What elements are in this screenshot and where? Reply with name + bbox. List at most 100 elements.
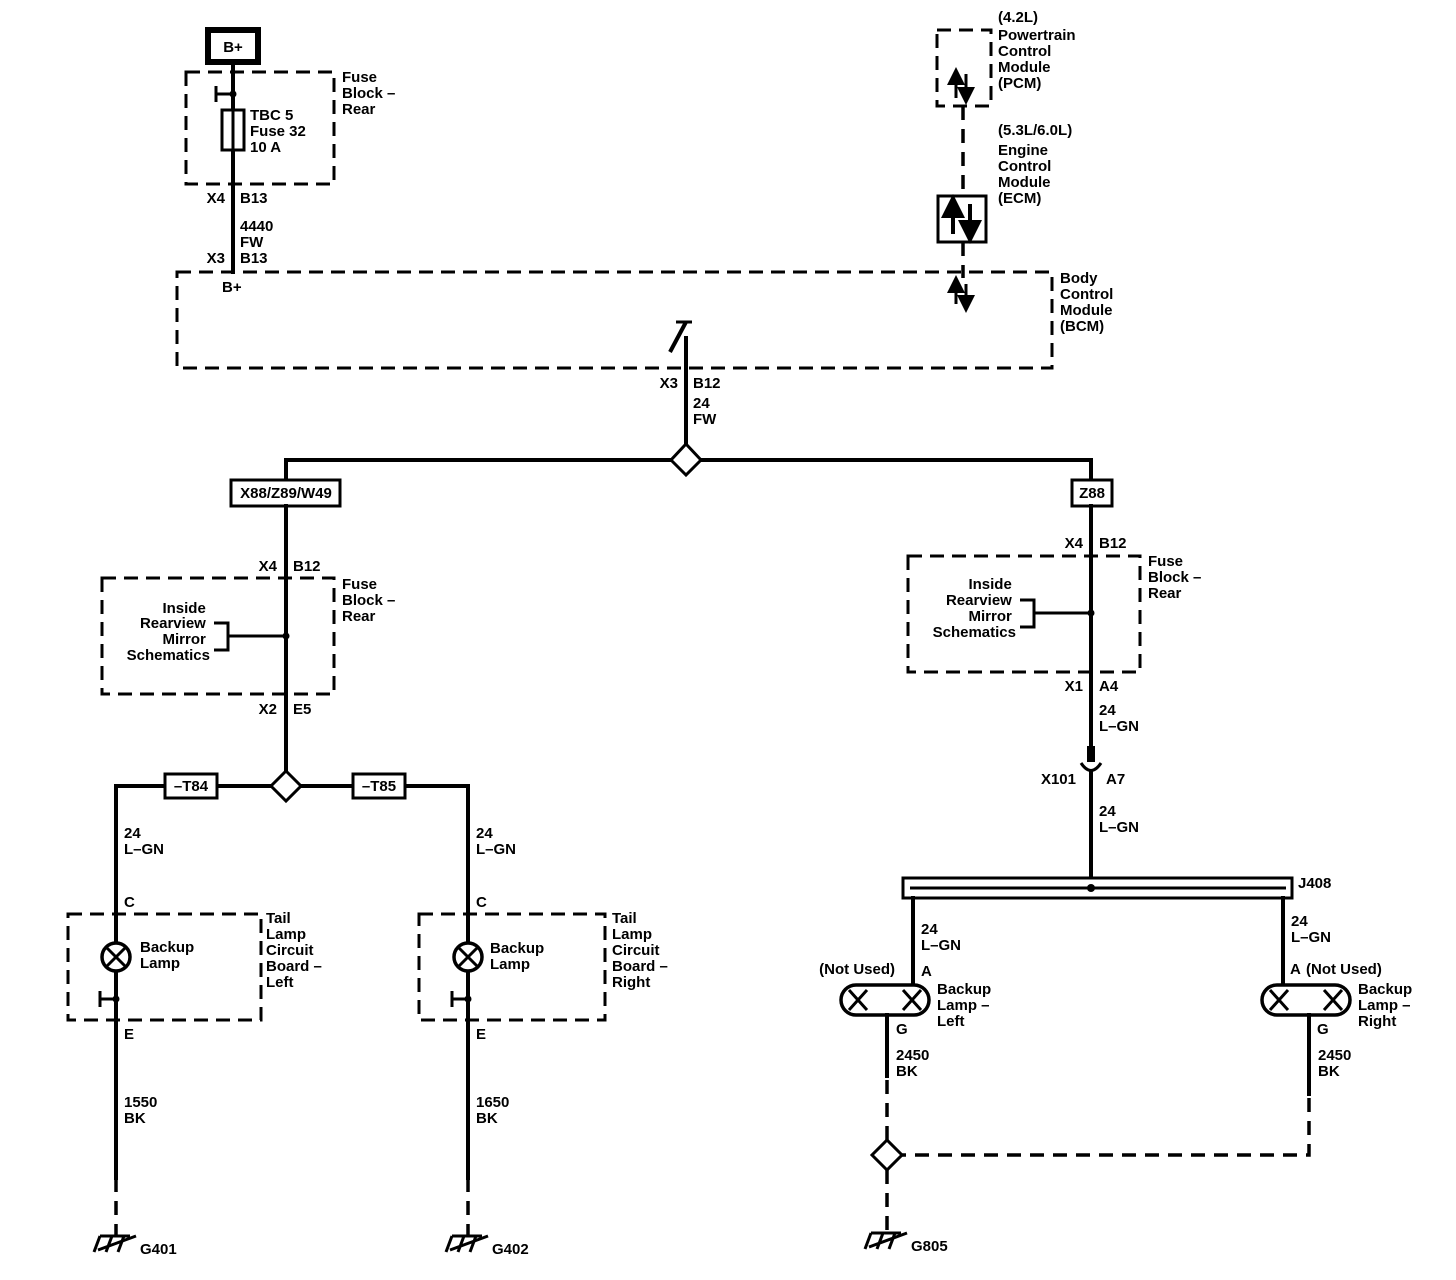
connector-x2-left: X2	[259, 701, 277, 718]
backup-right-ground-dashed	[902, 1098, 1311, 1157]
pcm-module: (4.2L) Powertrain Control Module (PCM)	[935, 9, 1080, 108]
connector-x101: X101	[1041, 771, 1076, 788]
ground-icon	[444, 1234, 489, 1253]
backup-lamp-left-label: Backup Lamp – Left	[937, 981, 995, 1030]
backup-lamp-label-left: Backup Lamp	[140, 939, 198, 972]
ground-circuit-tail-right: 1650	[476, 1094, 509, 1111]
tail-board-right-label: Tail Lamp Circuit Board – Right	[612, 910, 672, 991]
connector-x3-bcm-in: X3	[207, 250, 225, 267]
connector-x1-right: X1	[1065, 678, 1083, 695]
splice-diamond-main	[668, 441, 704, 478]
option-code-z88: Z88	[1079, 485, 1105, 502]
b-plus-source: B+	[205, 27, 261, 65]
ground-circuit-tail-left: 1550	[124, 1094, 157, 1111]
mirror-bracket-left	[214, 621, 286, 652]
bcm-label: Body Control Module (BCM)	[1060, 270, 1118, 335]
option-code-t85: –T85	[362, 778, 396, 795]
fuse-label: TBC 5 Fuse 32 10 A	[250, 107, 310, 156]
wire-circuit-right-2: 24	[1099, 803, 1116, 820]
wire-color-right-2: L–GN	[1099, 819, 1139, 836]
wire-color-fw-bcm: FW	[693, 411, 717, 428]
pcm-variant: (4.2L)	[998, 9, 1038, 26]
b-plus-label: B+	[223, 39, 243, 56]
pin-c-tail-left: C	[124, 894, 135, 911]
pin-c-tail-right: C	[476, 894, 487, 911]
ground-tap-icon	[450, 991, 468, 1007]
fuse-block-top-label: Fuse Block – Rear	[342, 69, 400, 118]
tail-board-left-label: Tail Lamp Circuit Board – Left	[266, 910, 326, 991]
tail-lamp-board-right: Tail Lamp Circuit Board – Right Backup L…	[417, 910, 672, 1022]
connector-x4-right: X4	[1065, 535, 1084, 552]
wire-color-tail-left: L–GN	[124, 841, 164, 858]
pin-e5-left: E5	[293, 701, 311, 718]
pin-a-backup-left: A	[921, 963, 932, 980]
splice-diamond-left	[268, 768, 304, 804]
mirror-ref-left: Inside Rearview Mirror Schematics	[127, 600, 210, 664]
ground-icon	[863, 1231, 908, 1250]
ground-color-tail-left: BK	[124, 1110, 146, 1127]
pin-a-backup-right: A	[1290, 961, 1301, 978]
wire-color-fw-top: FW	[240, 234, 264, 251]
ecm-variant: (5.3L/6.0L)	[998, 122, 1072, 139]
fuse-block-left-label: Fuse Block – Rear	[342, 576, 400, 625]
pin-e-tail-left: E	[124, 1026, 134, 1043]
wire-color-right-1: L–GN	[1099, 718, 1139, 735]
not-used-left: (Not Used)	[819, 961, 895, 978]
pin-b13-top: B13	[240, 190, 268, 207]
pin-e-tail-right: E	[476, 1026, 486, 1043]
tail-lamp-board-left: Tail Lamp Circuit Board – Left Backup La…	[66, 910, 326, 1022]
mirror-ref-right: Inside Rearview Mirror Schematics	[933, 576, 1016, 641]
fuse-block-rear-top: Fuse Block – Rear TBC 5 Fuse 32 10 A	[184, 69, 400, 186]
ecm-module: (5.3L/6.0L) Engine Control Module (ECM)	[936, 122, 1072, 244]
not-used-right: (Not Used)	[1306, 961, 1382, 978]
inline-connector-x101	[1079, 746, 1103, 772]
option-box-t85	[351, 772, 407, 800]
wire-circuit-right-1: 24	[1099, 702, 1116, 719]
lamp-bulb-icon	[452, 941, 484, 973]
option-box-t84	[163, 772, 219, 800]
lamp-bulb-icon	[100, 941, 132, 973]
connector-x4-left: X4	[259, 558, 278, 575]
backup-lamp-right-icon	[1260, 983, 1352, 1017]
ground-g402: G402	[492, 1241, 529, 1258]
connector-x4-top: X4	[207, 190, 226, 207]
wire-circuit-24-bcm: 24	[693, 395, 710, 412]
ground-g805: G805	[911, 1238, 948, 1255]
wire-circuit-tail-left: 24	[124, 825, 141, 842]
bcm-b-plus-label: B+	[222, 279, 242, 296]
connector-x3-bcm-out: X3	[660, 375, 678, 392]
splice-pack-j408	[901, 876, 1294, 900]
fuse-block-right-label: Fuse Block – Rear	[1148, 553, 1206, 602]
option-code-t84: –T84	[174, 778, 209, 795]
pin-b12-right: B12	[1099, 535, 1127, 552]
pin-g-backup-left: G	[896, 1021, 908, 1038]
wire-color-backup-right: L–GN	[1291, 929, 1331, 946]
ground-circuit-backup-left: 2450	[896, 1047, 929, 1064]
ground-tap-icon	[98, 991, 116, 1007]
backup-lamp-right-label: Backup Lamp – Right	[1358, 981, 1416, 1030]
bcm-module: Body Control Module (BCM) B+	[175, 270, 1118, 370]
data-arrows-icon	[947, 275, 975, 313]
ground-icon	[92, 1234, 137, 1253]
fuse-block-rear-left: Fuse Block – Rear Inside Rearview Mirror…	[100, 576, 400, 696]
splice-j408-label: J408	[1298, 875, 1331, 892]
pin-b13-bcm: B13	[240, 250, 268, 267]
wire-circuit-backup-left: 24	[921, 921, 938, 938]
wire-circuit-tail-right: 24	[476, 825, 493, 842]
wire-color-backup-left: L–GN	[921, 937, 961, 954]
ground-color-tail-right: BK	[476, 1110, 498, 1127]
pin-a7: A7	[1106, 771, 1125, 788]
backup-lamp-label-right: Backup Lamp	[490, 940, 548, 973]
ground-g401: G401	[140, 1241, 177, 1258]
data-arrows-icon	[947, 67, 975, 105]
data-arrows-icon	[941, 194, 982, 244]
mirror-bracket-right	[1020, 598, 1091, 629]
ground-color-backup-left: BK	[896, 1063, 918, 1080]
pcm-label: Powertrain Control Module (PCM)	[998, 27, 1080, 92]
wire-color-tail-right: L–GN	[476, 841, 516, 858]
pin-g-backup-right: G	[1317, 1021, 1329, 1038]
backup-lamp-left-icon	[839, 983, 931, 1017]
wire-circuit-4440: 4440	[240, 218, 273, 235]
pin-a4-right: A4	[1099, 678, 1119, 695]
